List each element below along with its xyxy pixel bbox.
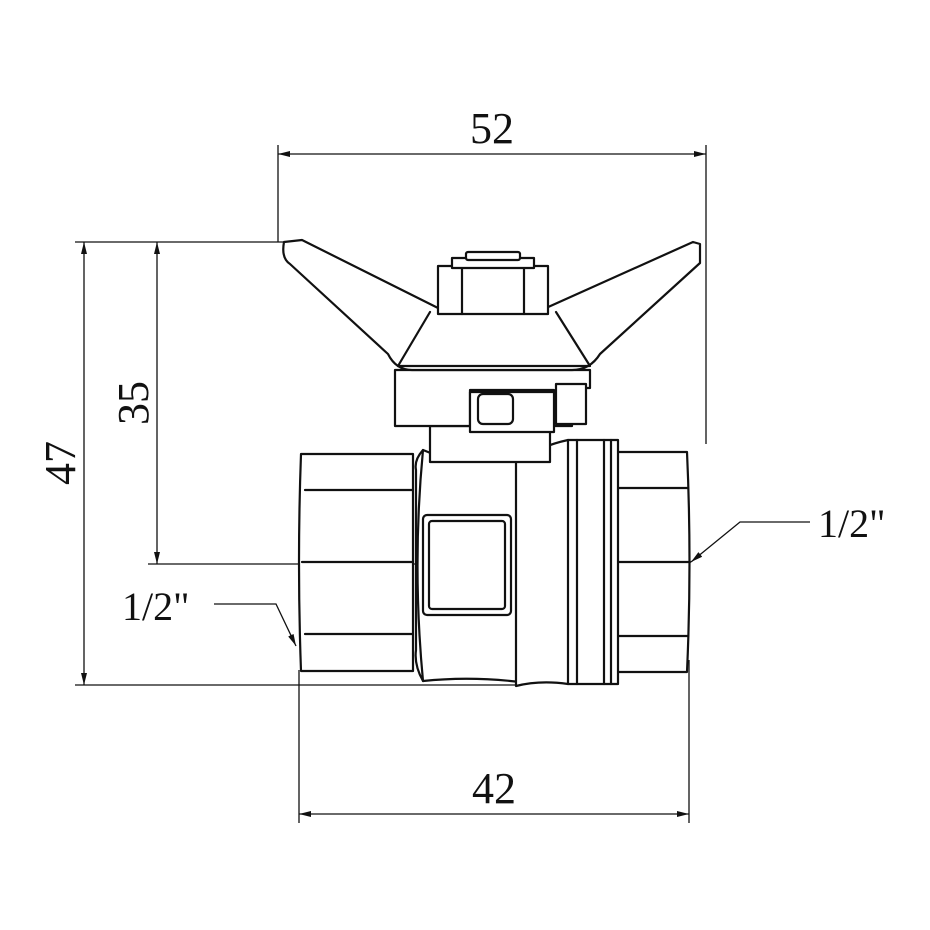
dimension-label-total-height: 47 — [36, 441, 85, 485]
butterfly-handle — [282, 238, 702, 372]
callout-label-thread-right: 1/2" — [818, 501, 885, 546]
hex-nut — [436, 250, 550, 316]
valve-stem — [393, 368, 592, 464]
leader-line — [214, 603, 297, 647]
callout-label-thread-left: 1/2" — [122, 584, 189, 629]
hex-nut-top — [464, 250, 522, 262]
body-flat — [421, 513, 513, 617]
dimension-label-bottom-width: 42 — [472, 764, 516, 813]
callout-thread-left: 1/2" — [122, 584, 297, 647]
dimension-bottom-width: 42 — [298, 660, 690, 823]
dimension-label-axis-height: 35 — [109, 381, 158, 425]
dimension-total-height: 47 — [36, 241, 517, 686]
stem-stop — [554, 382, 588, 426]
stem-slot — [476, 392, 515, 426]
valve-body — [297, 438, 692, 688]
leader-line — [690, 521, 810, 563]
dimension-label-top-width: 52 — [470, 104, 514, 153]
dimension-top-width: 52 — [277, 104, 707, 444]
hex-nut-body — [436, 264, 550, 316]
handle-wings — [282, 238, 702, 372]
callout-thread-right: 1/2" — [690, 501, 885, 563]
